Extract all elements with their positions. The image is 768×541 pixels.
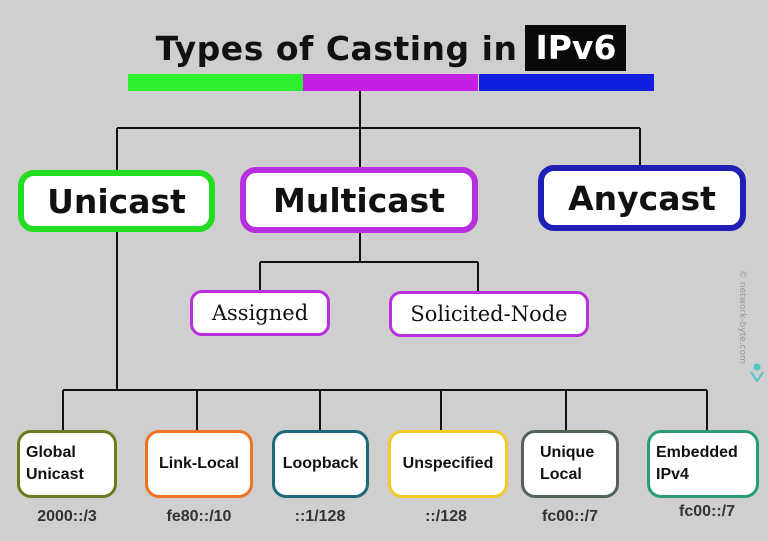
assigned-node: Assigned [190,290,330,336]
anycast-label: Anycast [568,178,716,218]
solicited-node-label: Solicited-Node [410,302,568,326]
unspecified-prefix: ::/128 [425,508,467,525]
multicast-node: Multicast [240,167,478,233]
loopback-label: Loopback [282,455,359,472]
link-local-prefix: fe80::/10 [166,508,232,525]
unique-local-label: Unique Local [540,444,595,483]
diagram-title: Types of Casting in IPv6 [128,25,654,71]
global-unicast-prefix: 2000::/3 [37,508,97,525]
title-highlight: IPv6 [525,25,627,71]
unique-local-node: Unique Local [521,430,619,498]
solicited-node-node: Solicited-Node [389,291,589,337]
title-bar-purple [303,74,478,91]
brand-logo-icon [750,363,764,382]
title-bar-green [128,74,303,91]
embedded-ipv4-prefix: fc00::/7 [678,503,736,520]
multicast-label: Multicast [273,180,445,220]
title-text: Types of Casting in [155,28,518,68]
assigned-label: Assigned [211,301,309,325]
unique-local-prefix: fc00::/7 [541,508,599,525]
unspecified-node: Unspecified [388,430,508,498]
unicast-node: Unicast [18,170,215,232]
watermark: © network-byte.com [737,270,747,364]
global-unicast-label: Global Unicast [26,444,84,483]
global-unicast-node: Global Unicast [17,430,117,498]
loopback-node: Loopback [272,430,369,498]
embedded-ipv4-node: Embedded IPv4 [647,430,759,498]
link-local-label: Link-Local [158,455,239,472]
unspecified-label: Unspecified [402,455,494,472]
unicast-label: Unicast [47,181,186,221]
link-local-node: Link-Local [145,430,253,498]
anycast-node: Anycast [538,165,746,231]
loopback-prefix: ::1/128 [294,508,346,525]
title-bar-blue [479,74,654,91]
embedded-ipv4-label: Embedded IPv4 [656,444,738,483]
